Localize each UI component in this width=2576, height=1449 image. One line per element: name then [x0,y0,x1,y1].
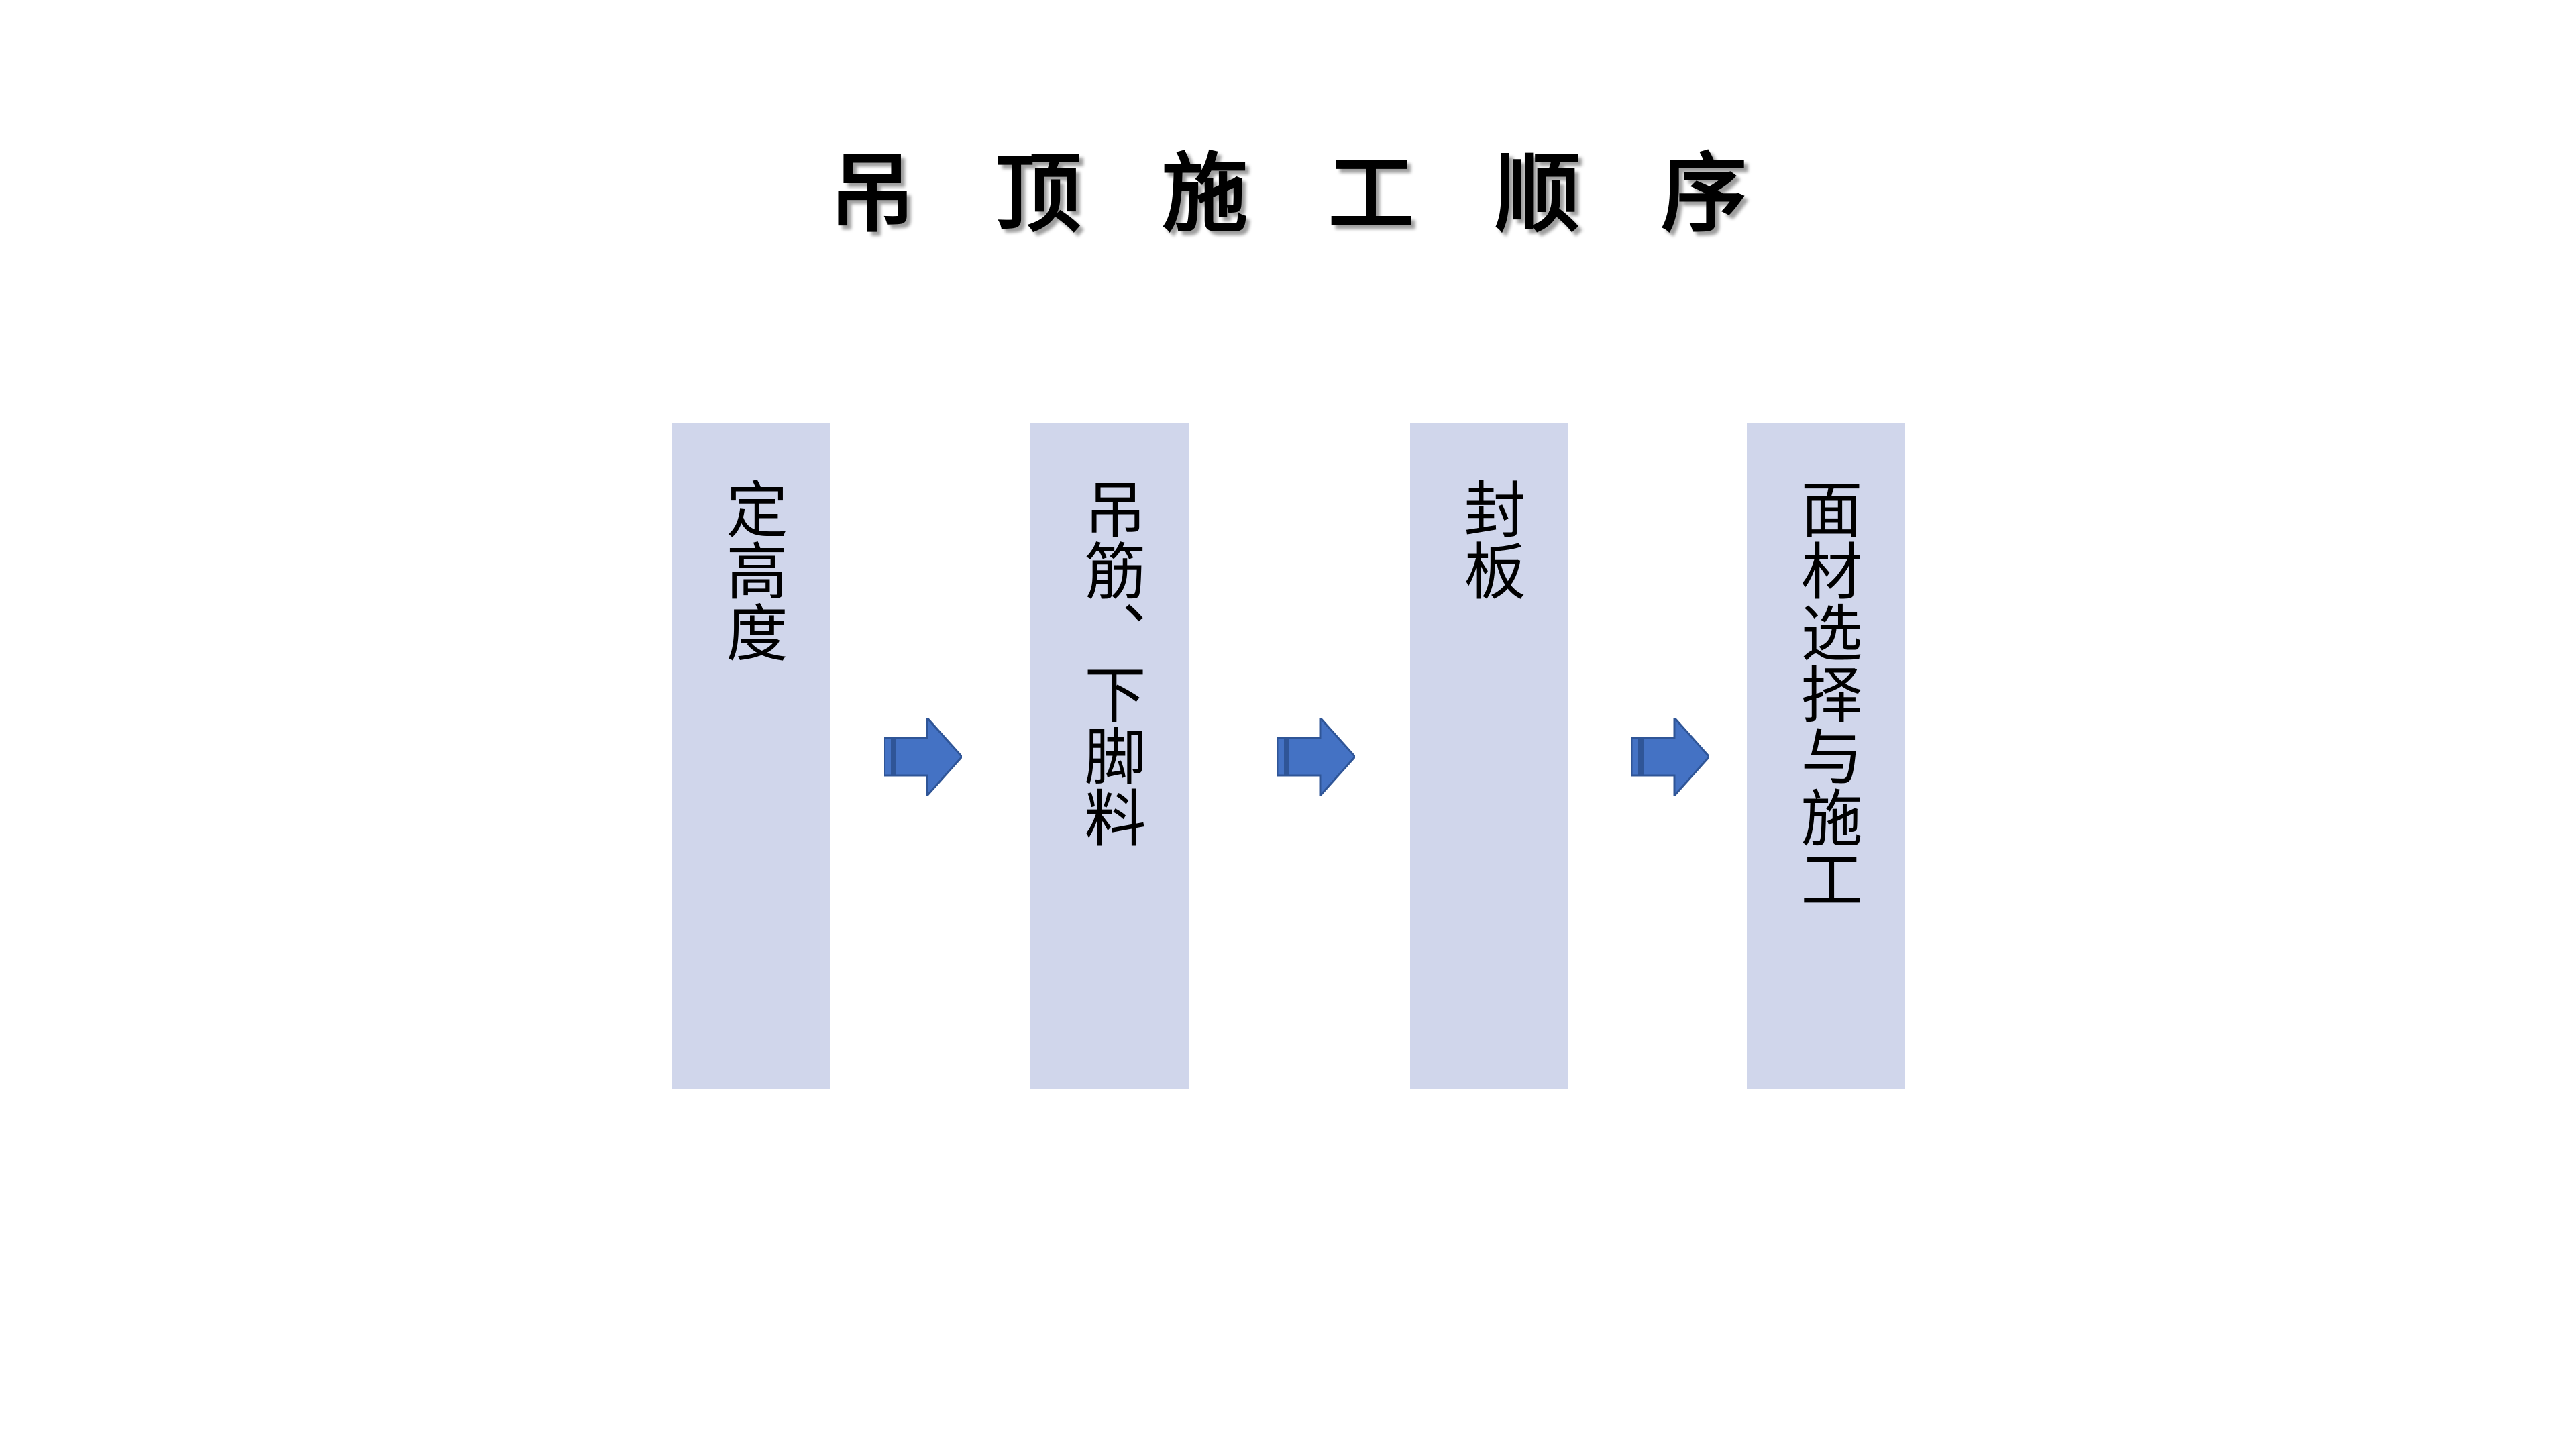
right-arrow-icon [1631,718,1709,796]
step-label: 定高度 [716,478,788,663]
right-arrow-icon [1277,718,1355,796]
step-label: 面材选择与施工 [1790,478,1862,910]
title-char: 工 [1328,144,1495,244]
step-box-3: 封板 [1410,423,1568,1089]
title-char: 顺 [1495,144,1662,244]
title-char: 顶 [995,144,1162,244]
right-arrow-icon [884,718,962,796]
step-label: 吊筋、下脚料 [1074,478,1146,848]
title-char: 施 [1161,144,1328,244]
title-char: 序 [1661,144,1828,244]
step-label: 封板 [1454,478,1525,601]
step-box-1: 定高度 [672,423,830,1089]
title-char: 吊 [828,144,996,244]
step-box-4: 面材选择与施工 [1747,423,1905,1089]
step-box-2: 吊筋、下脚料 [1030,423,1189,1089]
page-title: 吊顶施工顺序 [0,134,2576,255]
